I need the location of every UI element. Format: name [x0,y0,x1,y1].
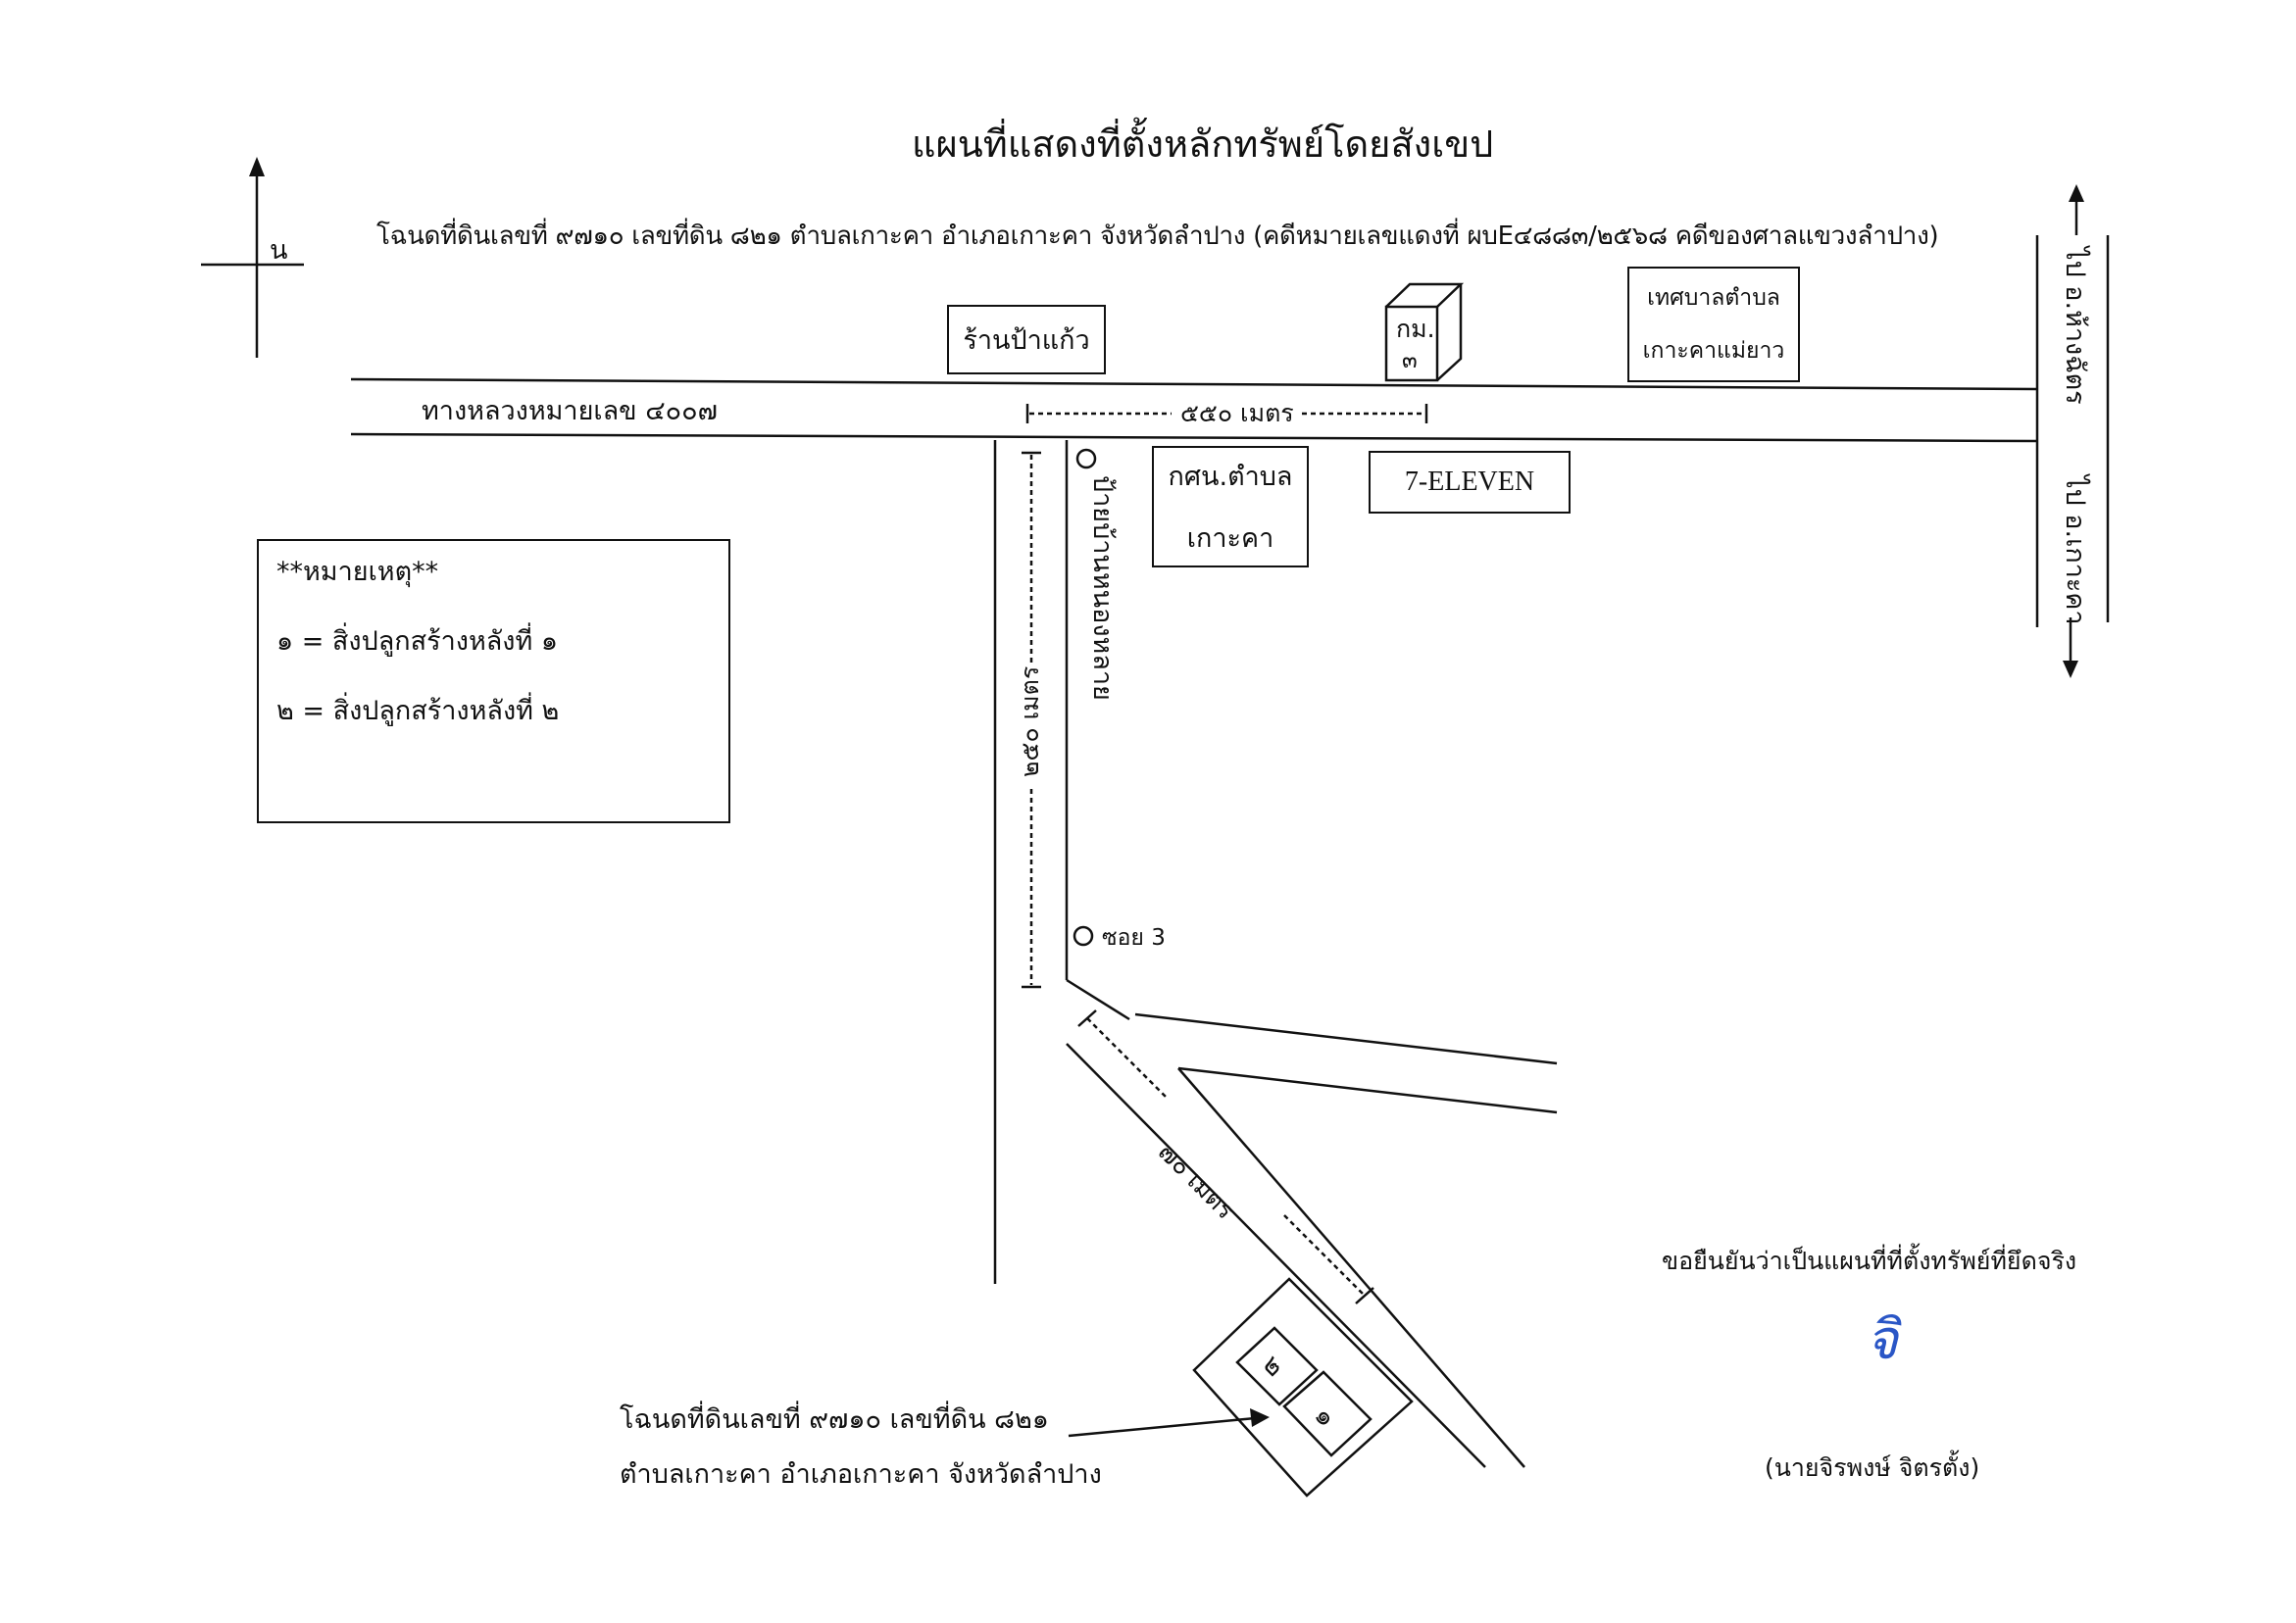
municipality-name-line2: เกาะคาแม่ยาว [1642,338,1785,364]
highway-name: ทางหลวงหมายเลข ๔๐๐๗ [422,396,718,426]
km-post-top [1385,282,1465,308]
bus-stop-label: ป้ายบ้านหนองหลาย [1087,475,1118,701]
deed-subtitle: โฉนดที่ดินเลขที่ ๙๗๑๐ เลขที่ดิน ๘๒๑ ตำบล… [376,221,1939,251]
branch-road-south-edge [1177,1066,1558,1114]
nfe-center-landmark: กศน.ตำบล เกาะคา [1152,446,1309,567]
municipality-landmark: เทศบาลตำบล เกาะคาแม่ยาว [1627,267,1800,382]
bus-stop-marker [1075,448,1097,469]
legend-item-2: ๒ = สิ่งปลูกสร้างหลังที่ ๒ [276,696,560,726]
arrowhead-down-to-ko-kha [2063,661,2078,678]
distance-along-side-road: ๒๕๐ เมตร [1016,665,1044,777]
store-name: 7-ELEVEN [1404,467,1535,497]
arrowhead-up-to-hang-chat [2069,184,2084,202]
direction-to-ko-kha: ไป อ.เกาะคา [2060,475,2090,625]
land-parcel-outline [1192,1277,1414,1498]
soi-3-label: ซอย 3 [1102,925,1166,951]
soi-east-edge [1177,1067,1525,1468]
store-landmark: 7-ELEVEN [1369,451,1571,514]
signatory-name: (นายจิรพงษ์ จิตรตั้ง) [1765,1453,1980,1482]
parcel-pointer-head [1250,1408,1270,1427]
distance-70m-tick-end [1355,1287,1374,1304]
certification-statement: ขอยืนยันว่าเป็นแผนที่ที่ตั้งทรัพย์ที่ยึด… [1662,1247,2077,1275]
highway-north-edge [350,377,2038,391]
shop-name: ร้านป้าแก้ว [963,325,1090,356]
soi-west-edge [1066,1043,1486,1468]
km-post-label-line2: ๓ [1402,348,1418,373]
km-post-front [1384,305,1439,382]
legend-box: **หมายเหตุ** ๑ = สิ่งปลูกสร้างหลังที่ ๑ … [257,539,730,823]
parcel-label-line2: ตำบลเกาะคา อำเภอเกาะคา จังหวัดลำปาง [620,1459,1102,1490]
building-2-outline [1235,1326,1319,1406]
map-title: แผนที่แสดงที่ตั้งหลักทรัพย์โดยสังเขป [912,123,1494,166]
legend-item-1: ๑ = สิ่งปลูกสร้างหลังที่ ๑ [276,626,558,657]
side-road-bend [1066,978,1130,1021]
branch-road-north-edge [1134,1012,1558,1065]
north-arrowhead [249,157,265,176]
distance-70m-line-upper [1086,1017,1168,1099]
nfe-center-name-line2: เกาะคา [1186,523,1274,554]
building-1-outline [1282,1370,1373,1457]
shop-landmark: ร้านป้าแก้ว [947,305,1106,374]
km-post-side [1436,284,1463,381]
nfe-center-name-line1: กศน.ตำบล [1168,462,1293,492]
parcel-pointer-shaft [1068,1416,1256,1438]
distance-70m-line-lower [1283,1214,1366,1297]
highway-south-edge [350,432,2038,443]
km-post-label-line1: กม. [1396,315,1435,343]
parcel-label-line1: โฉนดที่ดินเลขที่ ๙๗๑๐ เลขที่ดิน ๘๒๑ [620,1404,1049,1435]
soi-3-marker [1073,925,1094,947]
north-label: น [270,235,288,266]
signature: จิ [1866,1308,1898,1372]
legend-heading: **หมายเหตุ** [276,557,439,587]
municipality-name-line1: เทศบาลตำบล [1647,285,1780,311]
distance-along-highway: ๕๕๐ เมตร [1180,399,1294,427]
direction-to-hang-chat: ไป อ.ห้างฉัตร [2060,247,2090,405]
